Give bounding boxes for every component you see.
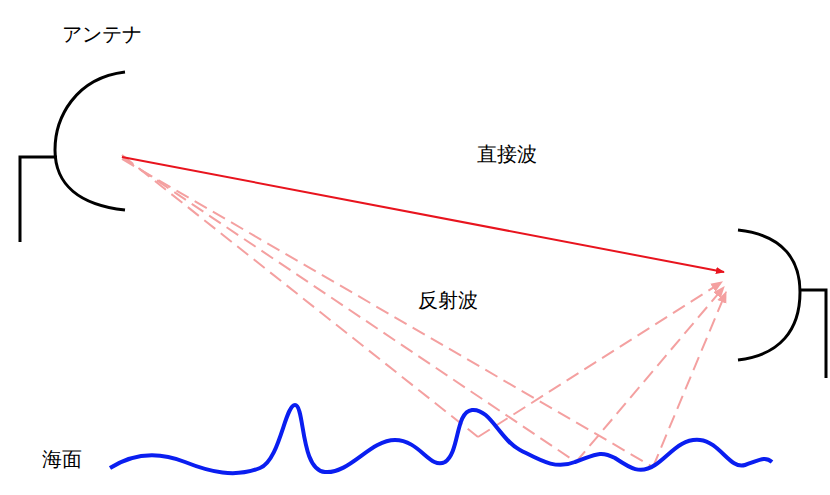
direct-wave — [122, 157, 724, 272]
reflected-wave — [122, 155, 726, 467]
antenna-dish — [55, 72, 125, 210]
sea-surface — [110, 405, 772, 473]
antenna-stand — [799, 290, 826, 378]
wave-label: 反射波 — [418, 288, 478, 312]
antenna-label: アンテナ — [62, 22, 142, 46]
antenna-dish — [738, 230, 800, 360]
wave-label: 直接波 — [477, 142, 537, 166]
antenna-stand — [20, 157, 57, 242]
sea-label: 海面 — [42, 447, 82, 471]
